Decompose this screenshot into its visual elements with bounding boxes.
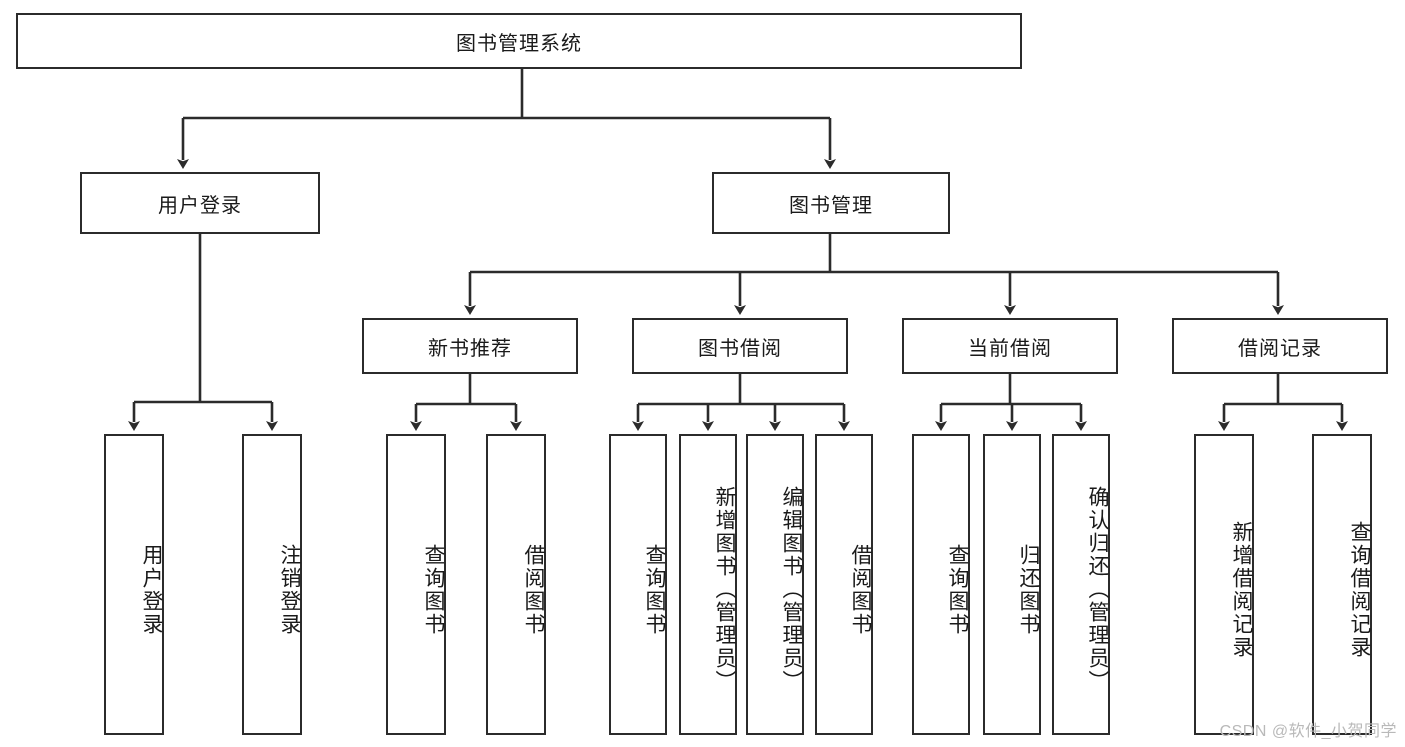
leaf-query-book-rec-label: 查询图书 [422,543,445,636]
leaf-add-book[interactable]: 新增图书（管理员） [679,434,737,735]
leaf-confirm-return[interactable]: 确认归还（管理员） [1052,434,1110,735]
node-book-manage-label: 图书管理 [789,194,873,217]
leaf-add-book-label: 新增图书（管理员） [713,486,736,693]
leaf-edit-book-label: 编辑图书（管理员） [780,486,803,693]
leaf-query-book-rec[interactable]: 查询图书 [386,434,446,735]
leaf-return-book[interactable]: 归还图书 [983,434,1041,735]
leaf-query-record[interactable]: 查询借阅记录 [1312,434,1372,735]
node-current-borrow[interactable]: 当前借阅 [902,318,1118,374]
leaf-query-book-borrow[interactable]: 查询图书 [609,434,667,735]
node-book-borrow[interactable]: 图书借阅 [632,318,848,374]
leaf-logout[interactable]: 注销登录 [242,434,302,735]
node-new-book-rec-label: 新书推荐 [428,337,512,360]
leaf-query-book-cur-label: 查询图书 [946,543,969,636]
node-borrow-record-label: 借阅记录 [1238,337,1322,360]
node-new-book-rec[interactable]: 新书推荐 [362,318,578,374]
leaf-borrow-book-rec[interactable]: 借阅图书 [486,434,546,735]
node-user-login[interactable]: 用户登录 [80,172,320,234]
node-book-manage[interactable]: 图书管理 [712,172,950,234]
leaf-edit-book[interactable]: 编辑图书（管理员） [746,434,804,735]
leaf-borrow-book-label: 借阅图书 [849,543,872,636]
leaf-borrow-book[interactable]: 借阅图书 [815,434,873,735]
node-user-login-label: 用户登录 [158,194,242,217]
leaf-user-login[interactable]: 用户登录 [104,434,164,735]
leaf-user-login-label: 用户登录 [140,543,163,636]
node-book-borrow-label: 图书借阅 [698,337,782,360]
leaf-borrow-book-rec-label: 借阅图书 [522,543,545,636]
node-root-label: 图书管理系统 [456,32,582,55]
leaf-query-book-cur[interactable]: 查询图书 [912,434,970,735]
leaf-add-record[interactable]: 新增借阅记录 [1194,434,1254,735]
node-root[interactable]: 图书管理系统 [16,13,1022,69]
watermark: CSDN @软件_小贺同学 [1219,723,1397,740]
node-current-borrow-label: 当前借阅 [968,337,1052,360]
leaf-return-book-label: 归还图书 [1017,543,1040,636]
leaf-add-record-label: 新增借阅记录 [1230,520,1253,659]
node-borrow-record[interactable]: 借阅记录 [1172,318,1388,374]
leaf-query-book-borrow-label: 查询图书 [643,543,666,636]
leaf-logout-label: 注销登录 [278,543,301,636]
leaf-confirm-return-label: 确认归还（管理员） [1086,486,1109,693]
leaf-query-record-label: 查询借阅记录 [1348,520,1371,659]
